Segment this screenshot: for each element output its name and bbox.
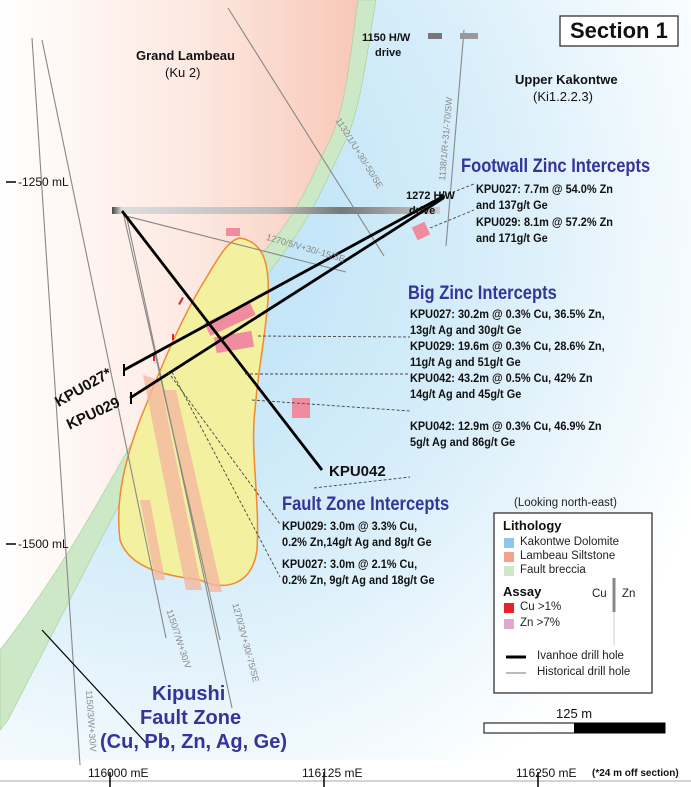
intercept-line: KPU027: 30.2m @ 0.3% Cu, 36.5% Zn, bbox=[410, 309, 605, 321]
intercept-line: KPU042: 12.9m @ 0.3% Cu, 46.9% Zn bbox=[410, 421, 602, 433]
kipushi-label: Fault Zone bbox=[140, 707, 242, 729]
drive-label: drive bbox=[375, 47, 402, 59]
intercept-line: 14g/t Ag and 45g/t Ge bbox=[410, 389, 522, 401]
view-direction: (Looking north-east) bbox=[514, 497, 617, 509]
breccia-swatch bbox=[504, 566, 514, 576]
assay-title: Assay bbox=[503, 584, 542, 599]
big-zinc-intercept: KPU042: 43.2m @ 0.5% Cu, 42% Zn 14g/t Ag … bbox=[410, 371, 592, 403]
scale-label: 125 m bbox=[556, 706, 593, 721]
title-box bbox=[559, 15, 679, 47]
footwall-intercept: KPU027: 7.7m @ 54.0% Zn and 137g/t Ge bbox=[476, 182, 613, 214]
legend-box bbox=[493, 512, 653, 694]
footwall-intercept: KPU029: 8.1m @ 57.2% Zn and 171g/t Ge bbox=[476, 215, 613, 247]
1150-hw-drive bbox=[428, 33, 442, 39]
big-zinc-heading: Big Zinc Intercepts bbox=[408, 283, 557, 304]
unit-label: Grand Lambeau bbox=[136, 48, 235, 63]
intercept-line: 0.2% Zn,14g/t Ag and 8g/t Ge bbox=[282, 537, 432, 549]
footwall-heading: Footwall Zinc Intercepts bbox=[461, 156, 651, 177]
drill-hole-label-kpu042: KPU042 bbox=[329, 463, 386, 480]
cu-swatch bbox=[504, 603, 514, 613]
section-title: Section 1 bbox=[570, 18, 668, 43]
drive-label: drive bbox=[409, 205, 436, 217]
1150-hw-drive bbox=[460, 33, 478, 39]
big-zinc-intercept: KPU027: 30.2m @ 0.3% Cu, 36.5% Zn, 13g/t … bbox=[410, 307, 605, 339]
legend-label: Historical drill hole bbox=[537, 666, 631, 678]
intercept-line: 5g/t Ag and 86g/t Ge bbox=[410, 437, 516, 449]
big-zinc-intercept: KPU042: 12.9m @ 0.3% Cu, 46.9% Zn 5g/t Ag… bbox=[410, 419, 602, 451]
kipushi-label: Kipushi bbox=[152, 683, 226, 705]
cu-side-label: Cu bbox=[592, 588, 607, 600]
legend-label: Ivanhoe drill hole bbox=[537, 650, 624, 662]
easting-label: 116000 mE bbox=[88, 766, 149, 780]
leader-lines bbox=[167, 183, 475, 578]
historical-drill-holes bbox=[31, 7, 465, 766]
siltstone-lens bbox=[140, 500, 165, 580]
intercept-line: KPU029: 3.0m @ 3.3% Cu, bbox=[282, 521, 418, 533]
fault-zone-intercept: KPU027: 3.0m @ 2.1% Cu, 0.2% Zn, 9g/t Ag … bbox=[282, 557, 435, 589]
legend-label: Zn >7% bbox=[520, 617, 560, 629]
easting-label: 116250 mE bbox=[516, 766, 577, 780]
fault-zone-heading: Fault Zone Intercepts bbox=[282, 494, 450, 515]
intercept-line: KPU029: 19.6m @ 0.3% Cu, 28.6% Zn, bbox=[410, 341, 605, 353]
1272-hw-drive bbox=[112, 207, 440, 214]
drive-label: 1272 H/W bbox=[406, 190, 455, 202]
intercept-line: KPU027: 7.7m @ 54.0% Zn bbox=[476, 184, 613, 196]
intercept-line: KPU029: 8.1m @ 57.2% Zn bbox=[476, 217, 613, 229]
kakontwe-swatch bbox=[504, 538, 514, 548]
intercept-line: 13g/t Ag and 30g/t Ge bbox=[410, 325, 522, 337]
lithology-title: Lithology bbox=[503, 518, 562, 533]
intercept-line: KPU042: 43.2m @ 0.5% Cu, 42% Zn bbox=[410, 373, 593, 385]
lambeau-siltstone-area bbox=[0, 0, 358, 650]
legend-label: Cu >1% bbox=[520, 601, 562, 613]
level-label: -1500 mL bbox=[18, 537, 69, 551]
drive-label: 1150 H/W bbox=[362, 32, 411, 44]
intercept-line: and 171g/t Ge bbox=[476, 233, 548, 245]
zn-swatch bbox=[504, 619, 514, 629]
intercept-line: KPU027: 3.0m @ 2.1% Cu, bbox=[282, 559, 418, 571]
zinc-assay-marks bbox=[204, 221, 431, 418]
level-label: -1250 mL bbox=[18, 175, 69, 189]
easting-label: 116125 mE bbox=[302, 766, 363, 780]
siltstone-lens bbox=[162, 390, 222, 592]
kipushi-label: (Cu, Pb, Zn, Ag, Ge) bbox=[100, 731, 288, 753]
zn-side-label: Zn bbox=[622, 588, 636, 600]
legend-label: Kakontwe Dolomite bbox=[520, 536, 620, 548]
lambeau-swatch bbox=[504, 552, 514, 562]
intercept-line: 0.2% Zn, 9g/t Ag and 18g/t Ge bbox=[282, 575, 435, 587]
intercept-line: 11g/t Ag and 51g/t Ge bbox=[410, 357, 521, 369]
unit-code: (Ku 2) bbox=[165, 65, 201, 80]
big-zinc-intercept: KPU029: 19.6m @ 0.3% Cu, 28.6% Zn, 11g/t … bbox=[410, 339, 605, 371]
ivanhoe-drill-holes bbox=[120, 195, 443, 471]
off-section-note: (*24 m off section) bbox=[592, 768, 679, 779]
kipushi-leader bbox=[41, 629, 149, 746]
unit-label: Upper Kakontwe bbox=[515, 72, 618, 87]
siltstone-lens bbox=[143, 375, 202, 590]
fault-zone-intercept: KPU029: 3.0m @ 3.3% Cu, 0.2% Zn,14g/t Ag … bbox=[282, 519, 432, 551]
intercept-line: and 137g/t Ge bbox=[476, 200, 548, 212]
legend-label: Fault breccia bbox=[520, 564, 586, 576]
legend-label: Lambeau Siltstone bbox=[520, 550, 616, 562]
copper-assay-marks bbox=[153, 297, 184, 361]
unit-code: (Ki1.2.2.3) bbox=[533, 89, 593, 104]
